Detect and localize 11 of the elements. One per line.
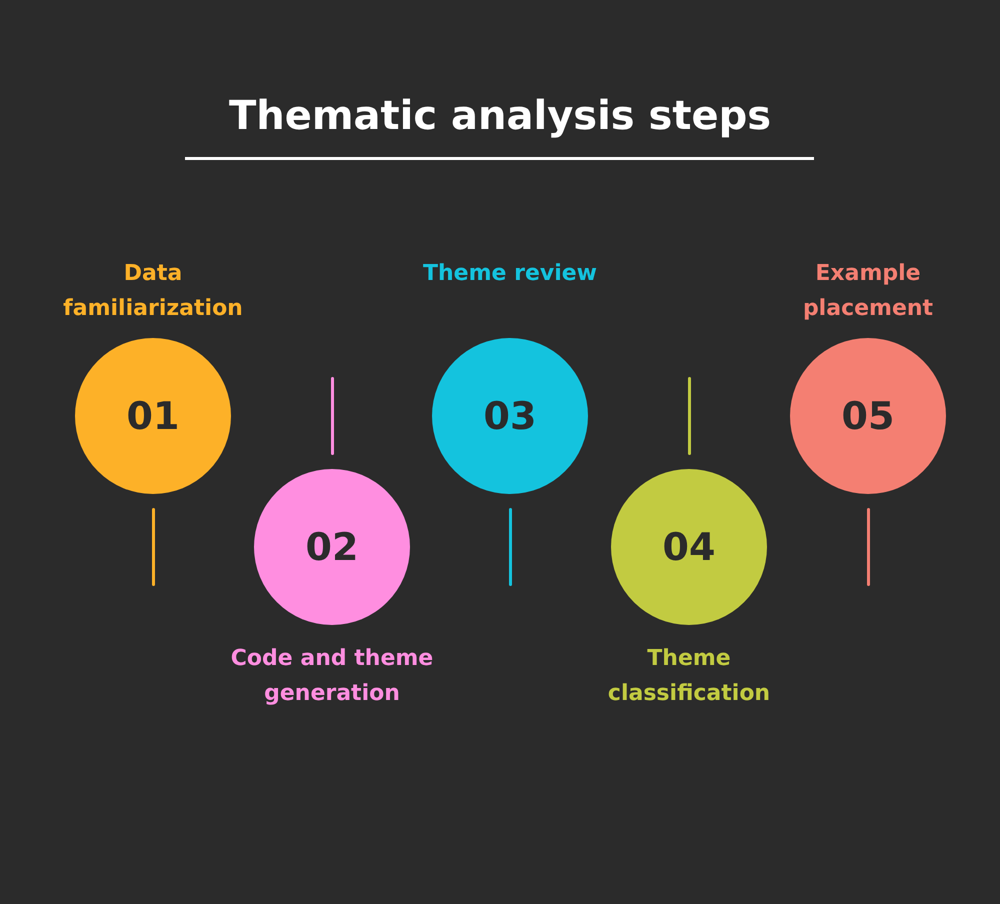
step-number: 02 — [306, 525, 358, 569]
step-label: Code and theme generation — [230, 645, 434, 708]
step-label: Example placement — [802, 260, 934, 323]
step-label: Theme review — [422, 260, 598, 288]
step-label: Theme classification — [606, 645, 772, 708]
step-number: 03 — [484, 394, 536, 438]
step-number: 04 — [662, 525, 716, 569]
step-label: Data familiarization — [62, 260, 244, 323]
title: Thematic analysis steps — [228, 92, 772, 141]
step-number: 05 — [842, 394, 894, 438]
step-number: 01 — [126, 394, 180, 438]
